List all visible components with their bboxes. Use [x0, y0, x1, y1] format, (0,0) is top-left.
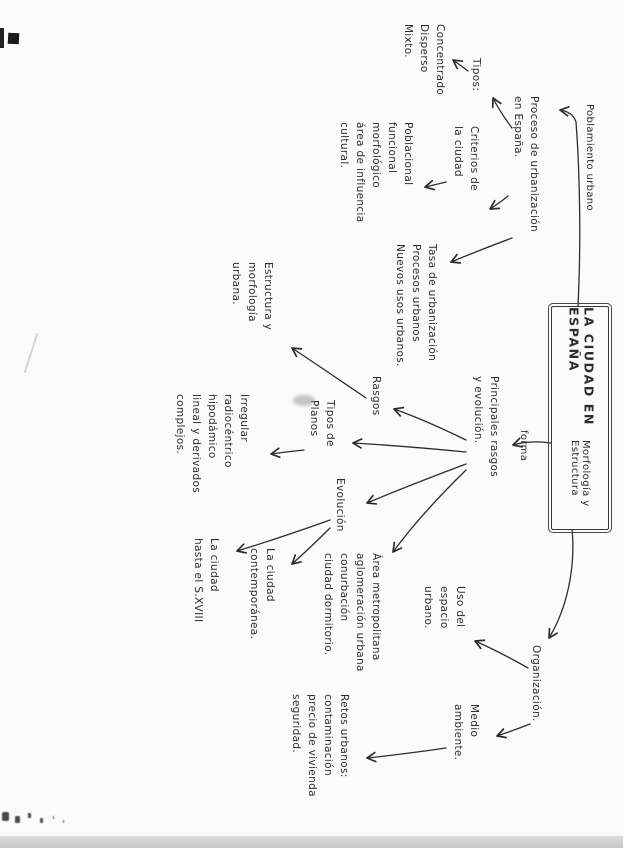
node-tasa-procesos: Tasa de urbanización Procesos urbanos Nu… [394, 244, 438, 367]
node-planos-lista: Irregular radiocéntrico hipodámico linea… [174, 394, 250, 494]
scan-artifact-ink-square [7, 32, 20, 45]
node-ciudad-contemporanea: La ciudad contemporánea. [248, 548, 276, 640]
node-ciudad-preindustrial: La ciudad hasta el S.XVIII [192, 538, 220, 623]
node-organizacion: Organización. [530, 645, 542, 722]
node-poblamiento-urbano: Poblamiento urbano [584, 104, 595, 211]
node-proceso-urbanizacion: Proceso de urbanización en España. [512, 96, 540, 232]
node-evolucion: Evolución [334, 478, 346, 532]
scan-artifact-smudge [293, 395, 315, 406]
node-estructura-morfologia: Estructura y morfología urbana. [230, 262, 274, 331]
title-box: LA CIUDAD EN ESPAÑA Morfología y Estruct… [547, 302, 613, 534]
scan-artifact-ink-marks [2, 812, 9, 821]
node-tipos-poblamiento: Concentrado Disperso Mixto. [402, 24, 446, 96]
node-principales-rasgos: Principales rasgos y evolución. [472, 376, 500, 478]
node-tipos: Tipos: [470, 58, 482, 92]
scan-edge-shadow [0, 836, 623, 848]
node-criterios-ciudad: Criterios de la ciudad [452, 126, 480, 191]
node-tipos-planos: Tipos de Planos [308, 400, 336, 447]
node-area-metropolitana: Área metropolitana aglomeración urbana c… [322, 553, 382, 672]
page-title: LA CIUDAD EN ESPAÑA [566, 307, 597, 426]
node-retos-urbanos: Retos urbanos: contaminación precio de v… [290, 694, 350, 797]
node-uso-espacio: Uso del espacio urbano. [422, 586, 466, 629]
node-medio-ambiente: Medio ambiente. [452, 704, 480, 761]
page-subtitle: Morfología y Estructura [569, 440, 591, 507]
node-forma: forma [518, 430, 529, 462]
scan-artifact-edge-mark [0, 28, 4, 48]
node-criterios-lista: Poblacional funcional morfológico área d… [338, 122, 414, 223]
node-rasgos: Rasgos [370, 376, 382, 416]
scan-artifact-pencil-line [23, 332, 39, 374]
